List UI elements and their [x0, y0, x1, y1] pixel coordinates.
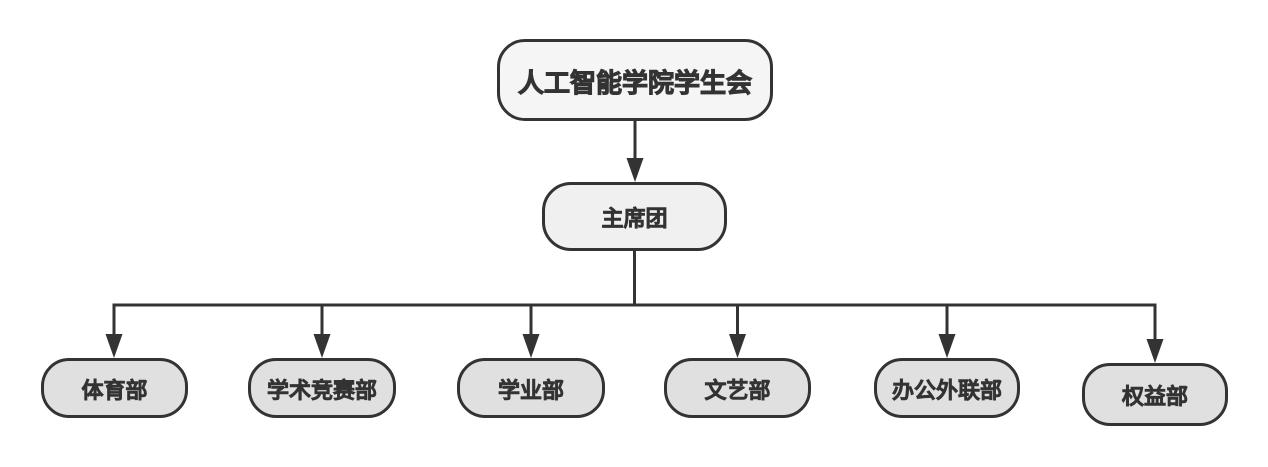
node-academics-dept[interactable]: 学业部 [457, 358, 605, 418]
node-office-outreach-dept-label: 办公外联部 [891, 377, 1003, 403]
arrowhead-academics [522, 334, 540, 358]
node-academics-dept-label: 学业部 [497, 377, 565, 403]
node-academic-competition-dept-label: 学术竞赛部 [266, 377, 378, 403]
arrowhead-arts [729, 334, 746, 358]
arrowhead-presidium [626, 158, 644, 182]
node-presidium-label: 主席团 [601, 205, 668, 231]
node-academic-competition-dept[interactable]: 学术竞赛部 [248, 358, 396, 418]
arrowhead-rights [1146, 339, 1164, 363]
node-sports-dept-label: 体育部 [81, 377, 148, 403]
node-student-union[interactable]: 人工智能学院学生会 [497, 39, 773, 121]
node-office-outreach-dept[interactable]: 办公外联部 [874, 358, 1020, 418]
node-rights-dept[interactable]: 权益部 [1082, 363, 1228, 426]
node-rights-dept-label: 权益部 [1121, 384, 1189, 410]
node-presidium[interactable]: 主席团 [542, 182, 727, 251]
arrowhead-academic-competition [313, 334, 331, 358]
node-arts-dept[interactable]: 文艺部 [664, 358, 811, 418]
node-arts-dept-label: 文艺部 [704, 377, 771, 403]
node-student-union-label: 人工智能学院学生会 [517, 68, 752, 99]
arrowhead-office-outreach [938, 334, 956, 358]
node-sports-dept[interactable]: 体育部 [41, 358, 188, 418]
arrowhead-sports [105, 334, 123, 358]
